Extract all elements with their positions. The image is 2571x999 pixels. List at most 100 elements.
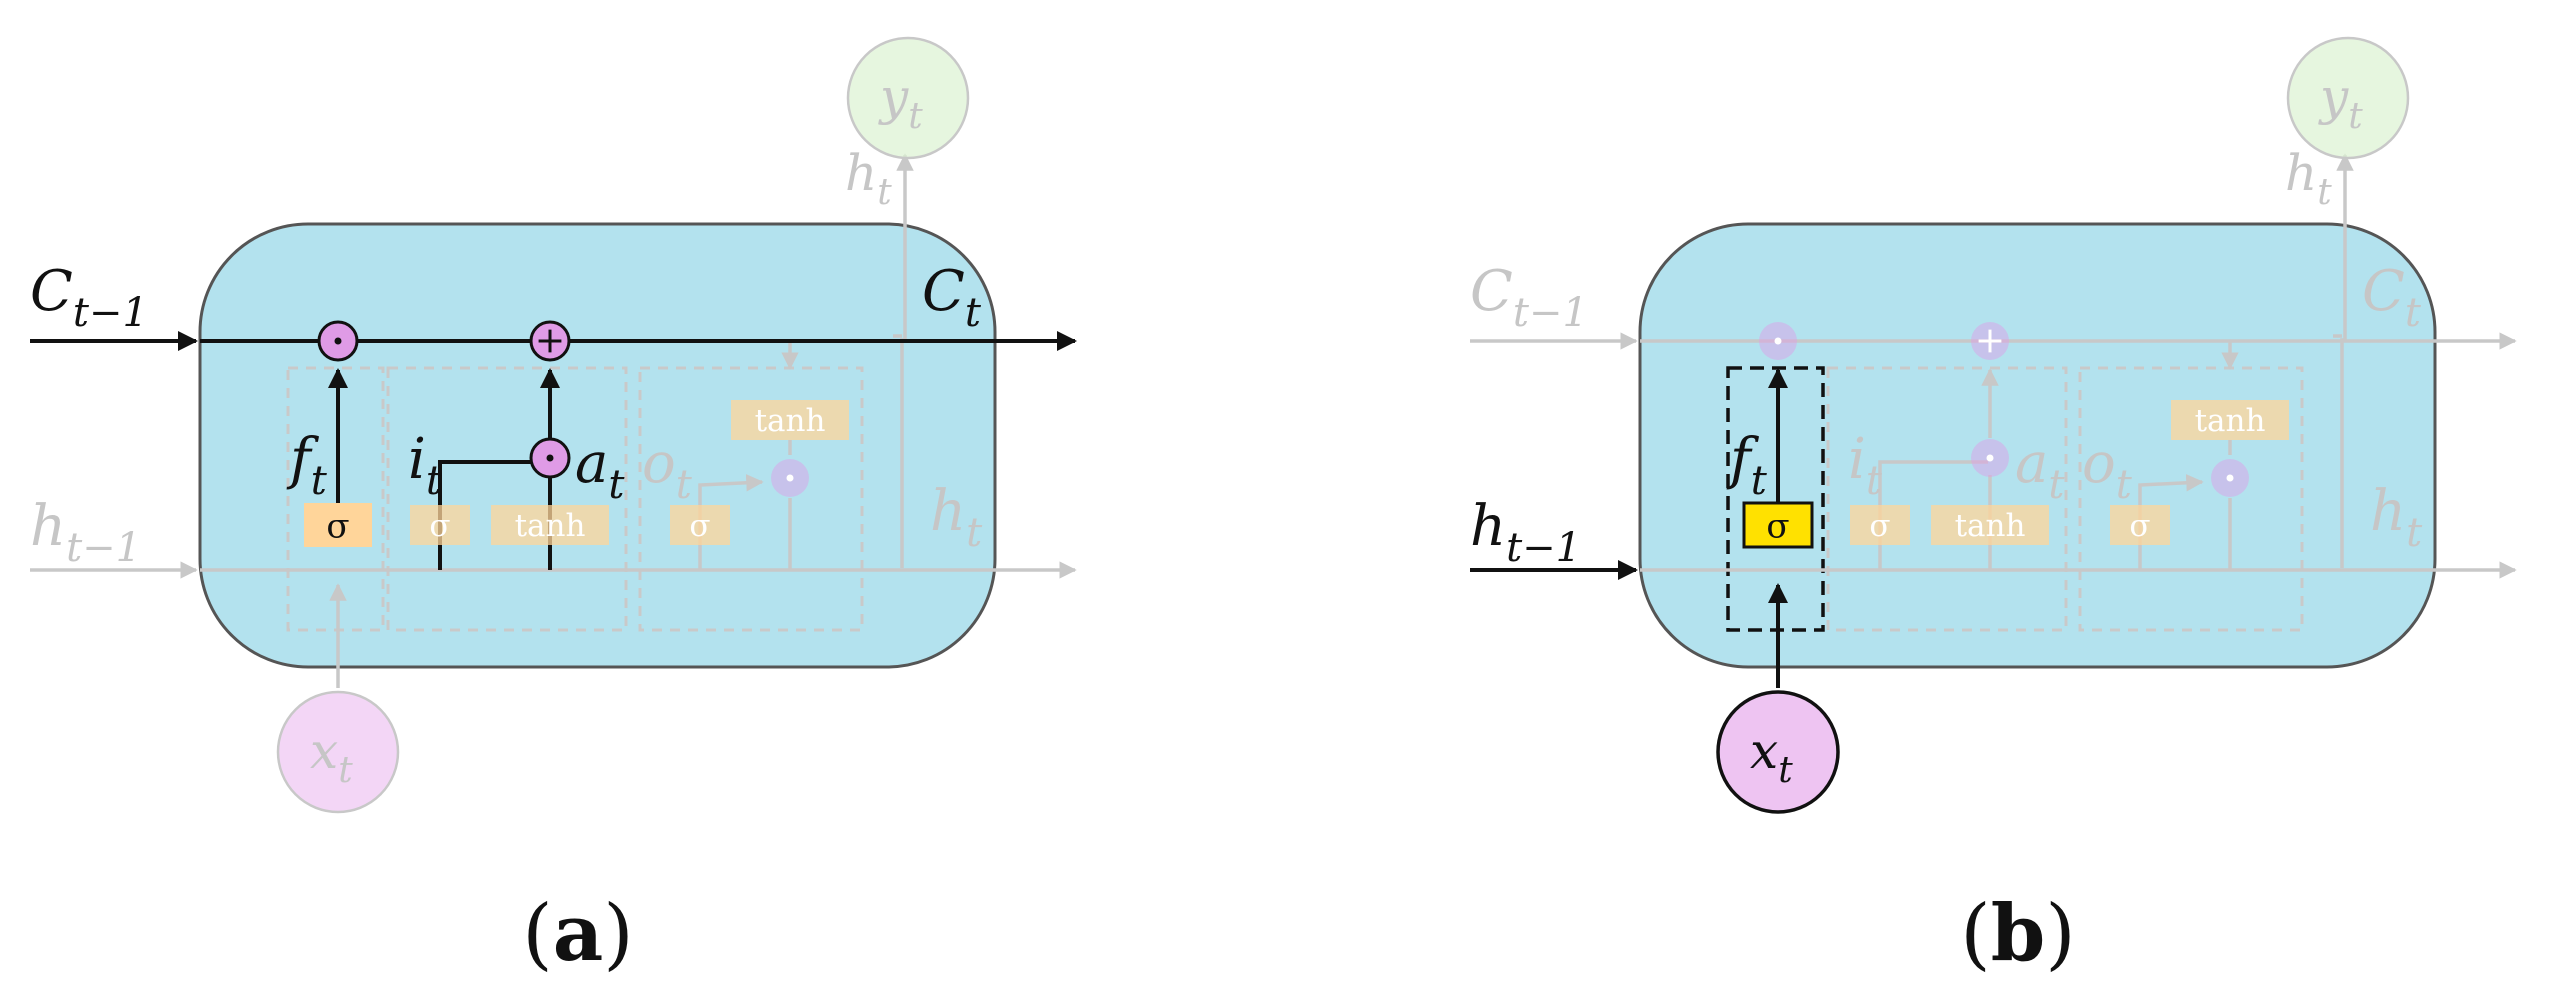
- yt-output-circle-label-subscript: t: [908, 96, 923, 137]
- candidate-tanh-box-box: [1931, 505, 2049, 545]
- ot-label-subscript: t: [2116, 462, 2133, 508]
- yt-output-circle-label-base: y: [2318, 68, 2349, 126]
- c-next-label: Ct: [922, 259, 982, 336]
- caption-letter: b: [1991, 888, 2046, 979]
- h-next-label-base: h: [2370, 479, 2406, 544]
- c-prev-label-base: C: [1470, 259, 1513, 324]
- h-next-label: ht: [2370, 479, 2423, 556]
- ot-label: ot: [642, 431, 693, 508]
- input-multiply-op-dot: [546, 454, 554, 462]
- xt-input-circle-label: xt: [310, 722, 353, 791]
- input-sigma-box: σ: [410, 505, 470, 545]
- panel-caption: (a): [522, 888, 633, 979]
- c-prev-label-subscript: t−1: [73, 290, 148, 336]
- candidate-tanh-box-label: tanh: [515, 508, 586, 544]
- forget-sigma-box-box: [1742, 501, 1814, 549]
- forget-sigma-box-label: σ: [1766, 506, 1789, 546]
- ot-label-base: o: [2082, 431, 2116, 496]
- output-gate-region: [638, 366, 864, 632]
- output-gate-region: [2078, 366, 2304, 632]
- forget-sigma-box-box: [304, 503, 372, 547]
- input-sigma-box-label: σ: [429, 508, 450, 544]
- xt-input-circle-label: xt: [1750, 722, 1793, 791]
- xt-input-circle-label-subscript: t: [338, 750, 353, 791]
- output-sigma-box-label: σ: [2129, 508, 2150, 544]
- input-sigma-box-label: σ: [1869, 508, 1890, 544]
- ot-label-base: o: [642, 431, 676, 496]
- h-prev-label-base: h: [30, 494, 66, 559]
- xt-input-circle: xt: [276, 690, 400, 814]
- input-sigma-box-box: [410, 505, 470, 545]
- c-prev-label-subscript: t−1: [1513, 290, 1588, 336]
- h-prev-label-base: h: [1470, 494, 1506, 559]
- h-up-label-subscript: t: [2317, 172, 2332, 213]
- h-up-label-base: h: [845, 144, 877, 202]
- output-multiply-op: [771, 459, 809, 497]
- c-next-label-base: C: [2362, 259, 2405, 324]
- h-up-label: ht: [845, 144, 892, 213]
- forget-gate-region: [286, 366, 385, 632]
- c-prev-label: Ct−1: [30, 259, 148, 336]
- input-multiply-op: [1971, 439, 2009, 477]
- output-sigma-box: σ: [2110, 505, 2170, 545]
- forget-multiply-op: [1759, 322, 1797, 360]
- forget-sigma-box-label: σ: [326, 506, 349, 546]
- output-multiply-op: [2211, 459, 2249, 497]
- c-next-label: Ct: [2362, 259, 2422, 336]
- yt-output-circle-label-base: y: [878, 68, 909, 126]
- c-next-label-subscript: t: [965, 290, 982, 336]
- h-up-label-subscript: t: [877, 172, 892, 213]
- it-label: it: [408, 427, 443, 504]
- cell-tanh-box: tanh: [2171, 400, 2289, 440]
- forget-sigma-box: σ: [1742, 501, 1814, 549]
- output-sigma-box: σ: [670, 505, 730, 545]
- c-prev-label-base: C: [30, 259, 73, 324]
- candidate-tanh-box: tanh: [491, 505, 609, 545]
- h-prev-label-subscript: t−1: [66, 525, 141, 571]
- caption-close: ): [2045, 889, 2075, 979]
- input-multiply-op-dot: [1986, 454, 1994, 462]
- input-gate-region: [386, 366, 628, 632]
- h-prev-label: ht−1: [30, 494, 141, 571]
- xt-input-circle-circle: [276, 690, 400, 814]
- h-prev-label: ht−1: [1470, 494, 1581, 571]
- add-op-plus-sign: [1978, 329, 2002, 353]
- yt-output-circle-label: yt: [2318, 68, 2363, 137]
- h-next-label-subscript: t: [2406, 510, 2423, 556]
- c-next-label-subscript: t: [2405, 290, 2422, 336]
- it-label-base: i: [1848, 427, 1866, 492]
- c-next-label-base: C: [922, 259, 965, 324]
- output-sigma-box-box: [670, 505, 730, 545]
- cell-tanh-box-box: [731, 400, 849, 440]
- cell-tanh-box: tanh: [731, 400, 849, 440]
- ot-label: ot: [2082, 431, 2133, 508]
- xt-input-circle: xt: [1716, 690, 1840, 814]
- cell-tanh-box-label: tanh: [2195, 403, 2266, 439]
- caption-open: (: [1960, 889, 1990, 979]
- at-label-subscript: t: [2048, 462, 2065, 508]
- forget-multiply-op: [317, 320, 359, 362]
- at-label: at: [575, 431, 625, 508]
- h-next-label-subscript: t: [966, 510, 983, 556]
- ft-label-subscript: t: [311, 458, 328, 504]
- candidate-tanh-box: tanh: [1931, 505, 2049, 545]
- forget-multiply-op-dot: [1774, 337, 1782, 345]
- yt-output-circle-label: yt: [878, 68, 923, 137]
- candidate-tanh-box-label: tanh: [1955, 508, 2026, 544]
- add-op: [1971, 322, 2009, 360]
- it-label-subscript: t: [1866, 458, 1883, 504]
- cell-tanh-box-label: tanh: [755, 403, 826, 439]
- add-op: [529, 320, 571, 362]
- h-next-label-base: h: [930, 479, 966, 544]
- output-multiply-op-dot: [2226, 474, 2234, 482]
- input-multiply-op: [529, 437, 571, 479]
- it-label: it: [1848, 427, 1883, 504]
- caption-open: (: [522, 889, 552, 979]
- it-label-subscript: t: [426, 458, 443, 504]
- h-up-label-base: h: [2285, 144, 2317, 202]
- lstm-cell-body: [198, 222, 997, 669]
- it-label-base: i: [408, 427, 426, 492]
- input-gate-region: [1826, 366, 2068, 632]
